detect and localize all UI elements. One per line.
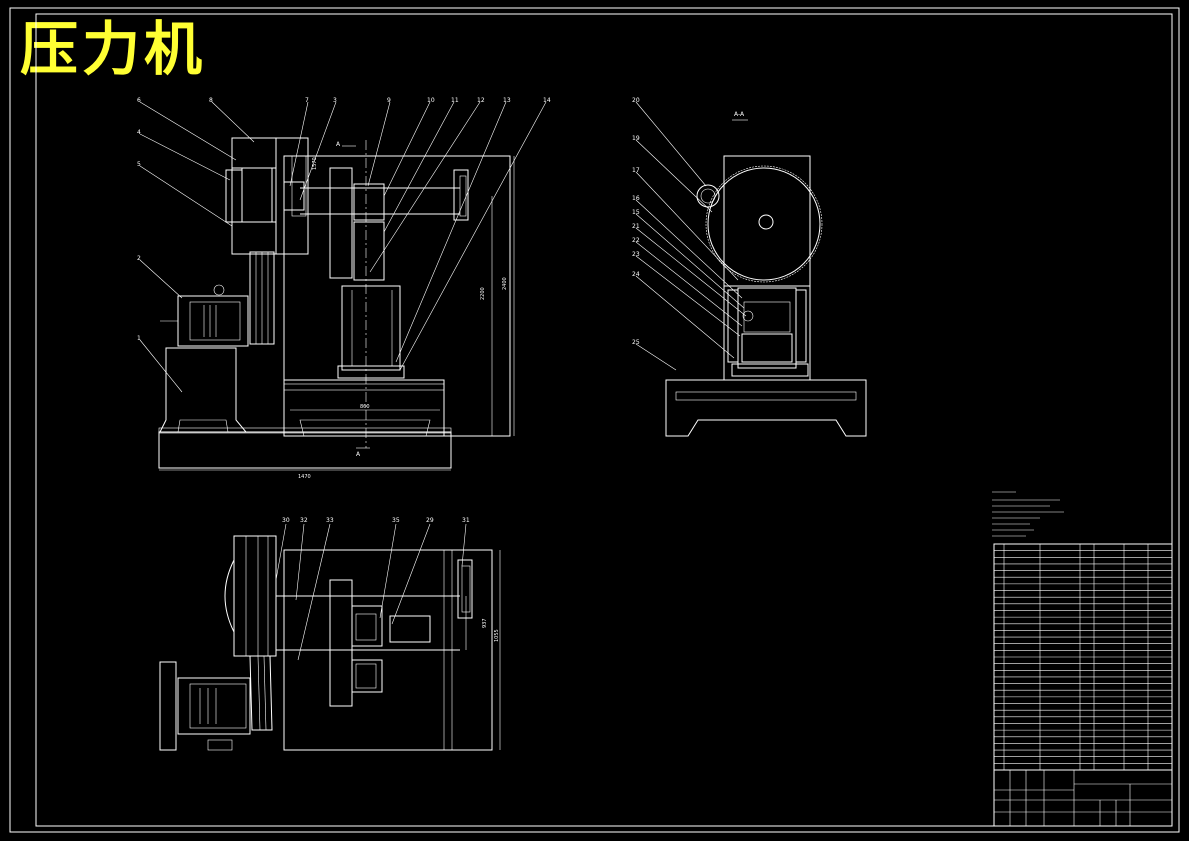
side-balloon-19: 19 <box>632 135 640 142</box>
outer-border <box>9 7 1180 833</box>
top-balloon-35: 35 <box>392 517 400 524</box>
title-block <box>992 491 1173 827</box>
dim-shaft: 1570 <box>312 157 318 170</box>
side-balloon-24: 24 <box>632 271 640 278</box>
side-balloon-15: 15 <box>632 209 640 216</box>
front-balloon-5: 5 <box>137 161 141 168</box>
parts-list <box>993 543 1173 771</box>
top-balloon-31: 31 <box>462 517 470 524</box>
front-view: A A 1470 860 2200 2400 1570 6 8 7 3 9 10… <box>137 97 551 480</box>
section-marker-top: A <box>336 141 341 148</box>
front-balloon-8: 8 <box>209 97 213 104</box>
side-balloon-22: 22 <box>632 237 640 244</box>
top-view: 937 1055 30 32 33 35 29 31 <box>159 517 501 751</box>
dim-base-width: 860 <box>360 404 370 410</box>
front-balloon-14: 14 <box>543 97 551 104</box>
top-balloon-29: 29 <box>426 517 434 524</box>
side-view: A-A 20 19 17 16 <box>632 97 867 437</box>
side-balloon-17: 17 <box>632 167 640 174</box>
dim-overall-height: 2400 <box>502 277 508 290</box>
dim-overall-width: 1470 <box>298 474 311 480</box>
top-balloon-33: 33 <box>326 517 334 524</box>
drawing-title: 压力机 <box>20 15 207 83</box>
dim-top-outer: 1055 <box>494 629 500 642</box>
front-balloon-7: 7 <box>305 97 309 104</box>
side-balloon-23: 23 <box>632 251 640 258</box>
side-balloon-25: 25 <box>632 339 640 346</box>
side-balloon-21: 21 <box>632 223 640 230</box>
side-balloon-20: 20 <box>632 97 640 104</box>
front-balloon-2: 2 <box>137 255 141 262</box>
front-balloon-6: 6 <box>137 97 141 104</box>
top-balloon-30: 30 <box>282 517 290 524</box>
front-balloon-11: 11 <box>451 97 459 104</box>
front-balloon-9: 9 <box>387 97 391 104</box>
front-balloon-3: 3 <box>333 97 337 104</box>
front-balloon-1: 1 <box>137 335 141 342</box>
top-balloon-32: 32 <box>300 517 308 524</box>
front-balloon-4: 4 <box>137 129 141 136</box>
section-marker-bottom: A <box>356 451 361 458</box>
front-balloon-12: 12 <box>477 97 485 104</box>
side-balloon-16: 16 <box>632 195 640 202</box>
dim-top-inner: 937 <box>482 618 488 628</box>
front-balloon-13: 13 <box>503 97 511 104</box>
section-view-label: A-A <box>734 111 745 118</box>
front-balloon-10: 10 <box>427 97 435 104</box>
inner-border <box>35 13 1173 827</box>
dim-frame-height: 2200 <box>480 287 486 300</box>
